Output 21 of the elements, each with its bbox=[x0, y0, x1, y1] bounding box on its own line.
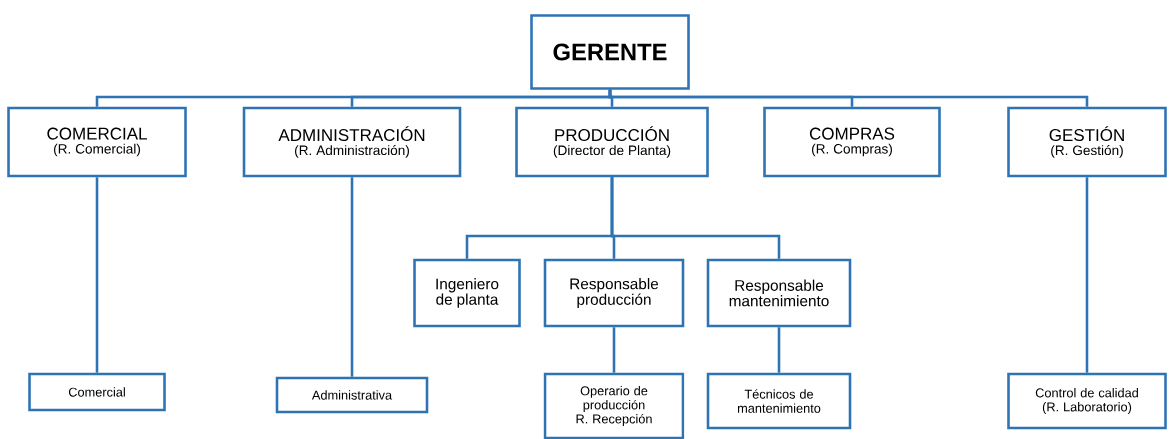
connector-line bbox=[608, 89, 1089, 107]
staff-box: Administrativa bbox=[275, 376, 429, 414]
connector-line bbox=[610, 177, 781, 259]
department-box: PRODUCCIÓN (Director de Planta) bbox=[515, 106, 709, 178]
department-box: COMPRAS (R. Compras) bbox=[763, 106, 941, 178]
department-box: GESTIÓN (R. Gestión) bbox=[1007, 106, 1167, 178]
connector-line bbox=[612, 327, 616, 373]
position-box: Responsable mantenimiento bbox=[706, 258, 852, 328]
manager-box: GERENTE bbox=[530, 14, 690, 90]
connector-line bbox=[95, 177, 99, 373]
position-box: Responsable producción bbox=[543, 258, 685, 328]
connector-line bbox=[777, 327, 781, 373]
connector-line bbox=[1085, 177, 1089, 373]
position-box: Ingeniero de planta bbox=[413, 258, 521, 328]
staff-box: Control de calidad (R. Laboratorio) bbox=[1007, 372, 1167, 430]
department-box: ADMINISTRACIÓN (R. Administración) bbox=[242, 106, 462, 178]
department-box: COMERCIAL (R. Comercial) bbox=[7, 106, 187, 178]
connector-line bbox=[350, 177, 354, 377]
staff-box: Técnicos de mantenimiento bbox=[706, 372, 852, 430]
staff-box: Operario de producción R. Recepción bbox=[543, 372, 685, 439]
staff-box: Comercial bbox=[28, 372, 166, 412]
